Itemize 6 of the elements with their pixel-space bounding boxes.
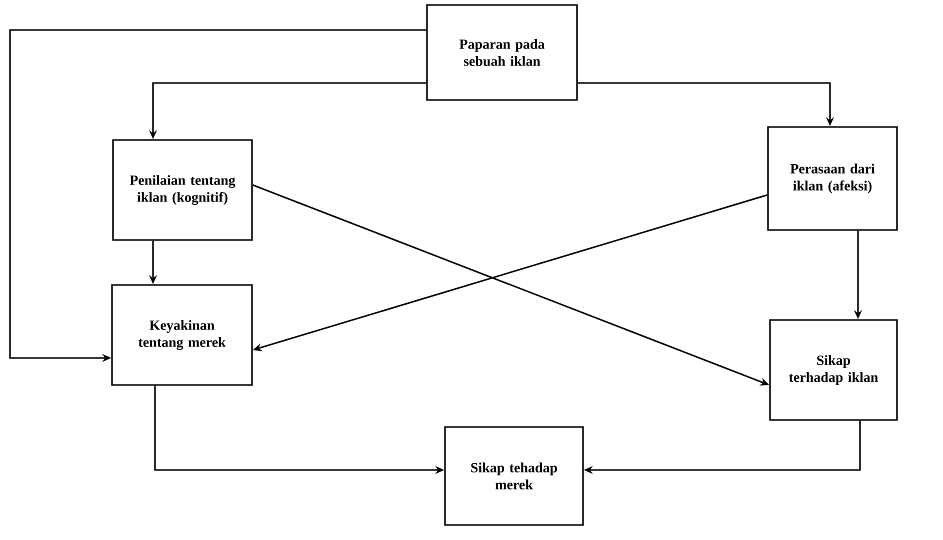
process-box: Paparan pada sebuah iklan <box>426 4 578 101</box>
process-box: Perasaan dari iklan (afeksi) <box>767 126 898 231</box>
process-box: Sikap tehadap merek <box>444 426 584 526</box>
process-box: Penilaian tentang iklan (kognitif) <box>112 139 253 241</box>
process-box: Sikap terhadap iklan <box>769 319 898 421</box>
process-box: Keyakinan tentang merek <box>111 284 253 386</box>
